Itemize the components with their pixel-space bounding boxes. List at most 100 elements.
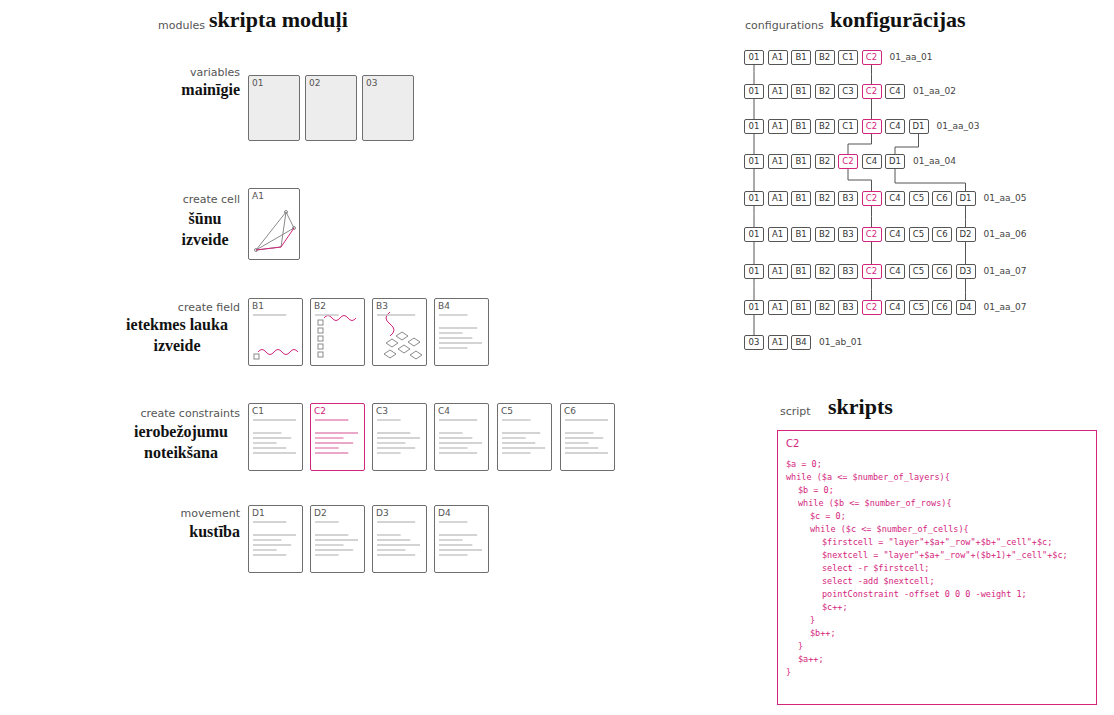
code-line: select -add $nextcell; <box>786 575 1088 588</box>
english-caption: script <box>780 405 811 418</box>
module-card: D1 <box>248 505 303 573</box>
config-box: C4 <box>885 191 905 206</box>
config-box-text: B2 <box>816 192 834 205</box>
config-box-text: C4 <box>886 85 904 98</box>
config-box: A1 <box>768 264 788 279</box>
text-placeholder-bar <box>377 437 420 438</box>
config-box: B2 <box>815 191 835 206</box>
config-box-text: A1 <box>769 51 787 64</box>
config-box-text: B1 <box>792 228 810 241</box>
illustration-stroke <box>396 332 408 340</box>
text-placeholder-bar <box>502 432 540 433</box>
config-box: C2 <box>862 191 882 206</box>
card-id: C4 <box>435 404 488 417</box>
config-box-text: B2 <box>816 228 834 241</box>
code-line: $b = 0; <box>786 484 1088 497</box>
card-id: B1 <box>249 299 302 312</box>
illustration-stroke <box>318 336 323 341</box>
config-box: C1 <box>838 119 858 134</box>
config-box: C5 <box>909 300 929 315</box>
text-placeholder-bar <box>315 521 339 522</box>
text-placeholder-bar <box>377 419 401 420</box>
config-box-text: A1 <box>769 85 787 98</box>
text-placeholder-bar <box>315 452 348 453</box>
script-box: C2$a = 0;while ($a <= $number_of_layers)… <box>777 430 1097 705</box>
config-box-text: D1 <box>957 192 975 205</box>
code-line: pointConstraint -offset 0 0 0 -weight 1; <box>786 588 1088 601</box>
config-box: D1 <box>885 154 905 169</box>
config-box-text: A1 <box>769 120 787 133</box>
config-box-text: C2 <box>863 301 881 314</box>
text-placeholder-bar <box>439 419 477 420</box>
config-box: C6 <box>932 264 952 279</box>
config-box: D2 <box>956 227 976 242</box>
config-box-text: C2 <box>863 85 881 98</box>
config-connector <box>754 279 755 300</box>
config-box: B1 <box>791 84 811 99</box>
configuration-name: 01_aa_07 <box>984 266 1027 276</box>
card-id: D4 <box>435 506 488 519</box>
module-card: D2 <box>310 505 365 573</box>
illustration-stroke <box>256 228 294 250</box>
code-line: while ($a <= $number_of_layers){ <box>786 471 1088 484</box>
config-box-text: C6 <box>933 192 951 205</box>
text-placeholder-bar <box>502 447 545 448</box>
text-placeholder-bar <box>439 549 482 550</box>
config-box: B1 <box>791 154 811 169</box>
config-box-text: C2 <box>863 120 881 133</box>
config-connector <box>871 99 872 119</box>
text-placeholder-bar <box>315 554 339 555</box>
text-placeholder-bar <box>565 447 598 448</box>
config-box: B2 <box>815 300 835 315</box>
config-box: C4 <box>885 84 905 99</box>
text-placeholder-bar <box>439 447 467 448</box>
config-box-text: C4 <box>886 192 904 205</box>
text-placeholder-bar <box>439 314 467 315</box>
config-connector <box>965 206 966 227</box>
configuration-name: 01_aa_02 <box>913 86 956 96</box>
config-box-text: C5 <box>910 192 928 205</box>
illustration-stroke <box>256 212 286 250</box>
card-id: C6 <box>561 404 614 417</box>
text-placeholder-bar <box>439 332 463 333</box>
config-box-text: B1 <box>792 301 810 314</box>
config-box: A1 <box>768 84 788 99</box>
config-connector <box>871 242 872 264</box>
text-placeholder-bar <box>439 432 463 433</box>
text-placeholder-bar <box>315 447 339 448</box>
text-placeholder-bar <box>377 534 401 535</box>
text-placeholder-bar <box>439 442 482 443</box>
text-placeholder-bar <box>439 342 482 343</box>
config-box: B2 <box>815 154 835 169</box>
module-card: 03 <box>362 75 414 141</box>
module-card: 02 <box>305 75 357 141</box>
module-card: D4 <box>434 505 489 573</box>
config-box: C6 <box>932 300 952 315</box>
code-line: } <box>786 640 1088 653</box>
card-id: 03 <box>363 76 413 89</box>
config-box-text: C4 <box>886 120 904 133</box>
config-box-text: C2 <box>863 228 881 241</box>
config-box: C4 <box>885 264 905 279</box>
text-placeholder-bar <box>253 432 281 433</box>
config-box: C2 <box>862 50 882 65</box>
text-placeholder-bar <box>315 419 348 420</box>
illustration-stroke <box>384 350 396 358</box>
config-box: 01 <box>744 119 764 134</box>
configuration-name: 01_aa_01 <box>890 52 933 62</box>
illustration-stroke <box>254 354 259 359</box>
config-box-text: A1 <box>769 336 787 349</box>
config-box: B2 <box>815 264 835 279</box>
config-box-text: 01 <box>745 265 763 278</box>
config-box-text: C4 <box>886 228 904 241</box>
config-box-text: 01 <box>745 155 763 168</box>
text-placeholder-bar <box>502 437 526 438</box>
illustration-stroke <box>258 350 298 355</box>
code-line: $a = 0; <box>786 458 1088 471</box>
config-box-text: B1 <box>792 192 810 205</box>
config-box: C2 <box>862 119 882 134</box>
config-box: 01 <box>744 191 764 206</box>
module-card: 01 <box>248 75 300 141</box>
text-placeholder-bar <box>253 544 291 545</box>
english-caption: movement <box>181 507 241 520</box>
